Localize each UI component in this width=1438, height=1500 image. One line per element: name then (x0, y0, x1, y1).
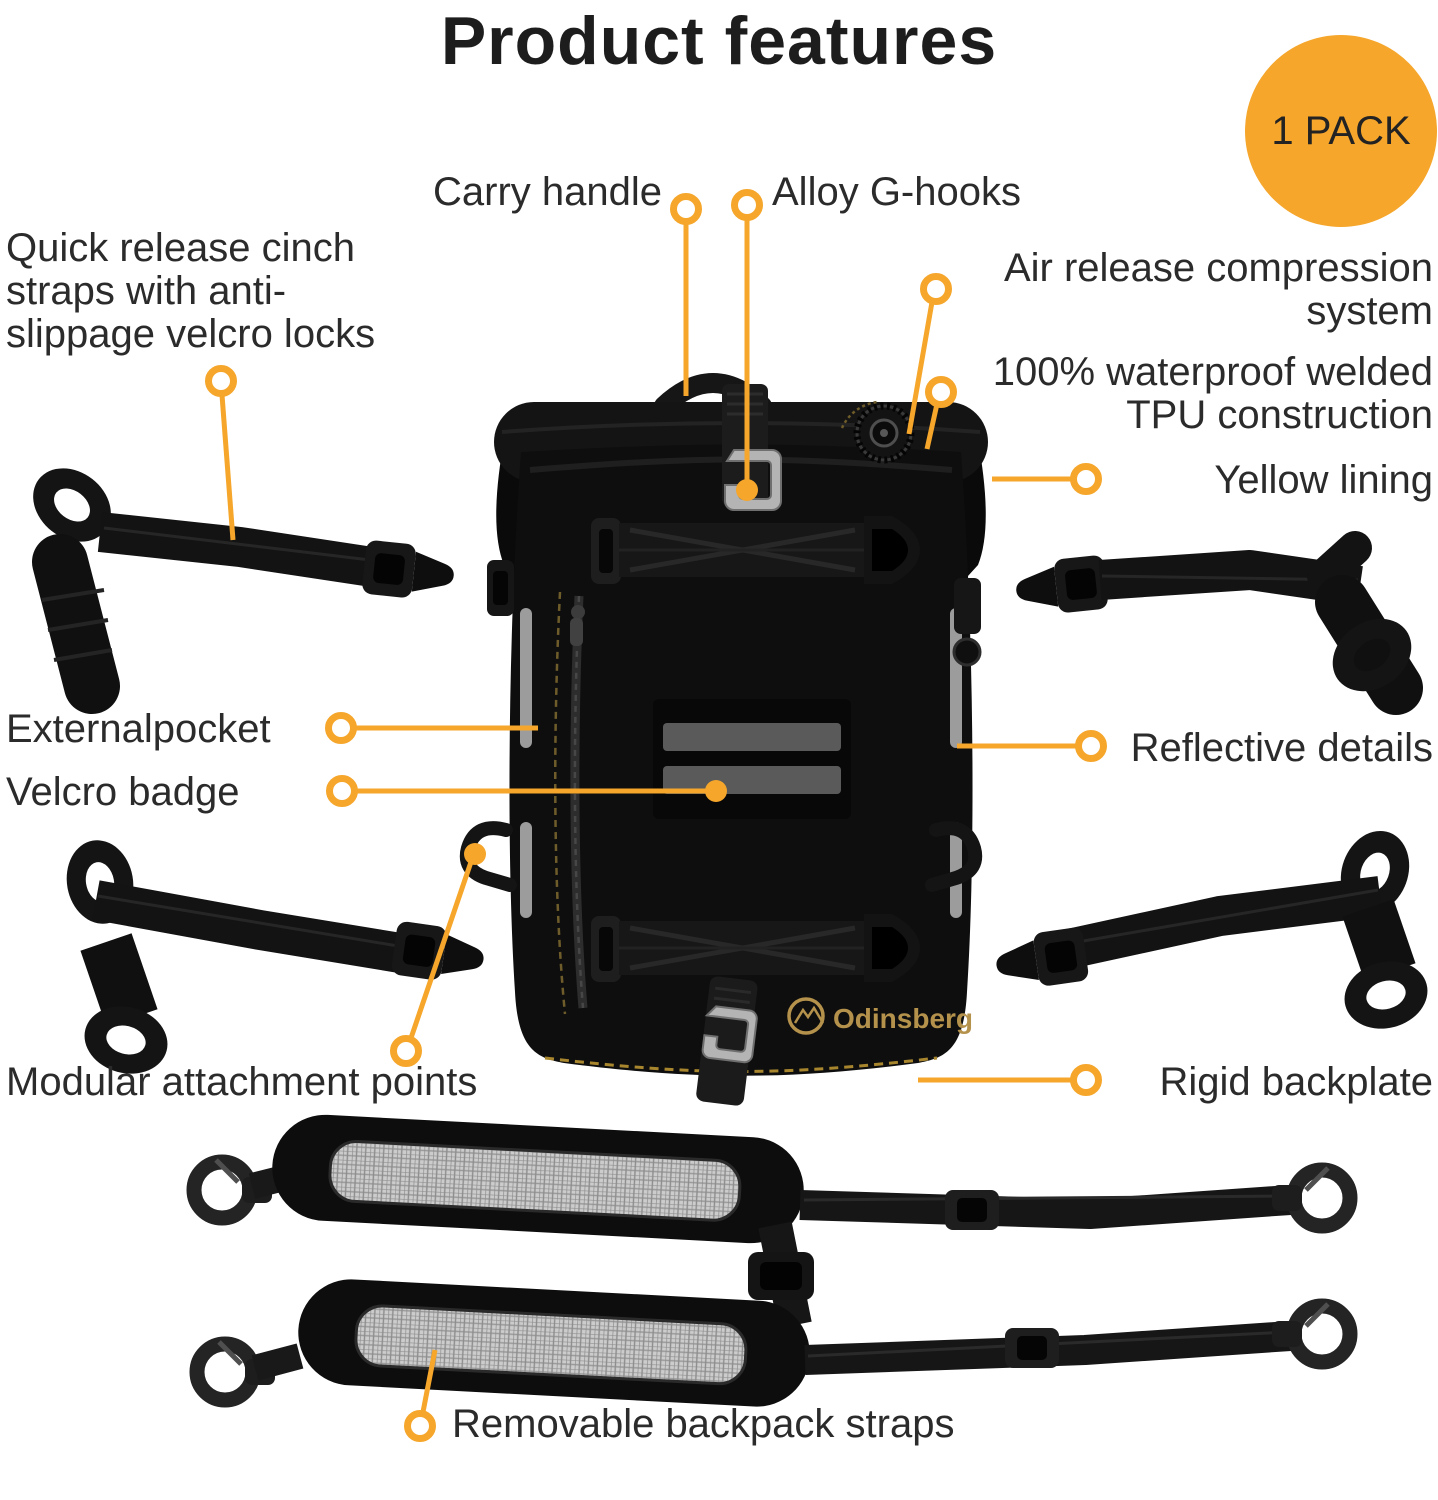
front-strap-upper (591, 516, 920, 584)
callout-line-rigid-backplate (918, 1064, 1102, 1096)
callout-line-external-pocket (325, 712, 538, 744)
callout-line-yellow-lining (992, 463, 1102, 495)
pack-count-label: 1 PACK (1271, 108, 1411, 153)
side-buckle-right (952, 578, 982, 667)
callout-label-carry-handle: Carry handle (432, 170, 662, 214)
zipper-pull (571, 605, 585, 619)
cinch-strap-bottom-left (60, 834, 488, 1083)
callout-label-yellow-lining: Yellow lining (1214, 458, 1433, 502)
callout-line-reflective-details (957, 730, 1107, 762)
callout-label-waterproof: 100% waterproof welded TPU construction (992, 350, 1433, 438)
callout-line-alloy-g-hooks (731, 189, 763, 501)
cinch-strap-top-right (1013, 531, 1426, 715)
callout-line-quick-release (205, 365, 237, 541)
snap-hook-icon (1272, 1304, 1350, 1362)
callout-line-carry-handle (670, 193, 702, 396)
callout-label-external-pocket: Externalpocket (6, 707, 271, 751)
pocket-stitching (554, 591, 567, 1015)
shoulder-strap-2 (197, 1279, 1350, 1410)
bottom-g-hook-strap (696, 976, 758, 1106)
shoulder-strap-1 (194, 1114, 1350, 1244)
callout-line-waterproof (924, 376, 957, 450)
attachment-loop-right (925, 821, 983, 892)
bag: Odinsberg (459, 373, 988, 1106)
callout-label-alloy-g-hooks: Alloy G-hooks (772, 170, 1021, 214)
mountain-icon (793, 1005, 825, 1024)
brand-logo-text: Odinsberg (833, 1003, 973, 1034)
side-buckle-left (487, 560, 514, 616)
callout-label-air-release: Air release compression system (1003, 246, 1433, 334)
callout-label-modular-attachment: Modular attachment points (6, 1060, 478, 1104)
callout-line-air-release (906, 273, 952, 435)
brand-logo: Odinsberg (787, 997, 973, 1035)
callout-label-velcro-badge: Velcro badge (6, 770, 240, 814)
brand-logo-emblem (787, 997, 825, 1035)
callout-label-reflective-details: Reflective details (1130, 726, 1433, 770)
callout-line-removable-straps (404, 1349, 438, 1442)
air-release-valve (840, 400, 915, 464)
front-strap-lower (591, 914, 920, 982)
pack-count-badge: 1 PACK (1245, 35, 1437, 227)
external-pocket (554, 591, 588, 1015)
reflective-strip (520, 822, 532, 918)
page-title: Product features (440, 3, 998, 79)
callout-label-removable-straps: Removable backpack straps (452, 1402, 955, 1446)
reflective-strip (520, 608, 532, 748)
callout-line-velcro-badge (326, 775, 727, 807)
reflective-strip (950, 822, 962, 918)
callout-line-modular-attachment (390, 843, 486, 1067)
cinch-strap-top-left (18, 453, 457, 714)
cinch-strap-bottom-right (992, 821, 1436, 1038)
snap-hook-icon (1272, 1168, 1350, 1226)
strap-junction (748, 1221, 814, 1329)
callout-label-quick-release: Quick release cinch straps with anti-sli… (6, 226, 376, 357)
velcro-patch (653, 699, 851, 819)
callout-label-rigid-backplate: Rigid backplate (1159, 1060, 1434, 1104)
